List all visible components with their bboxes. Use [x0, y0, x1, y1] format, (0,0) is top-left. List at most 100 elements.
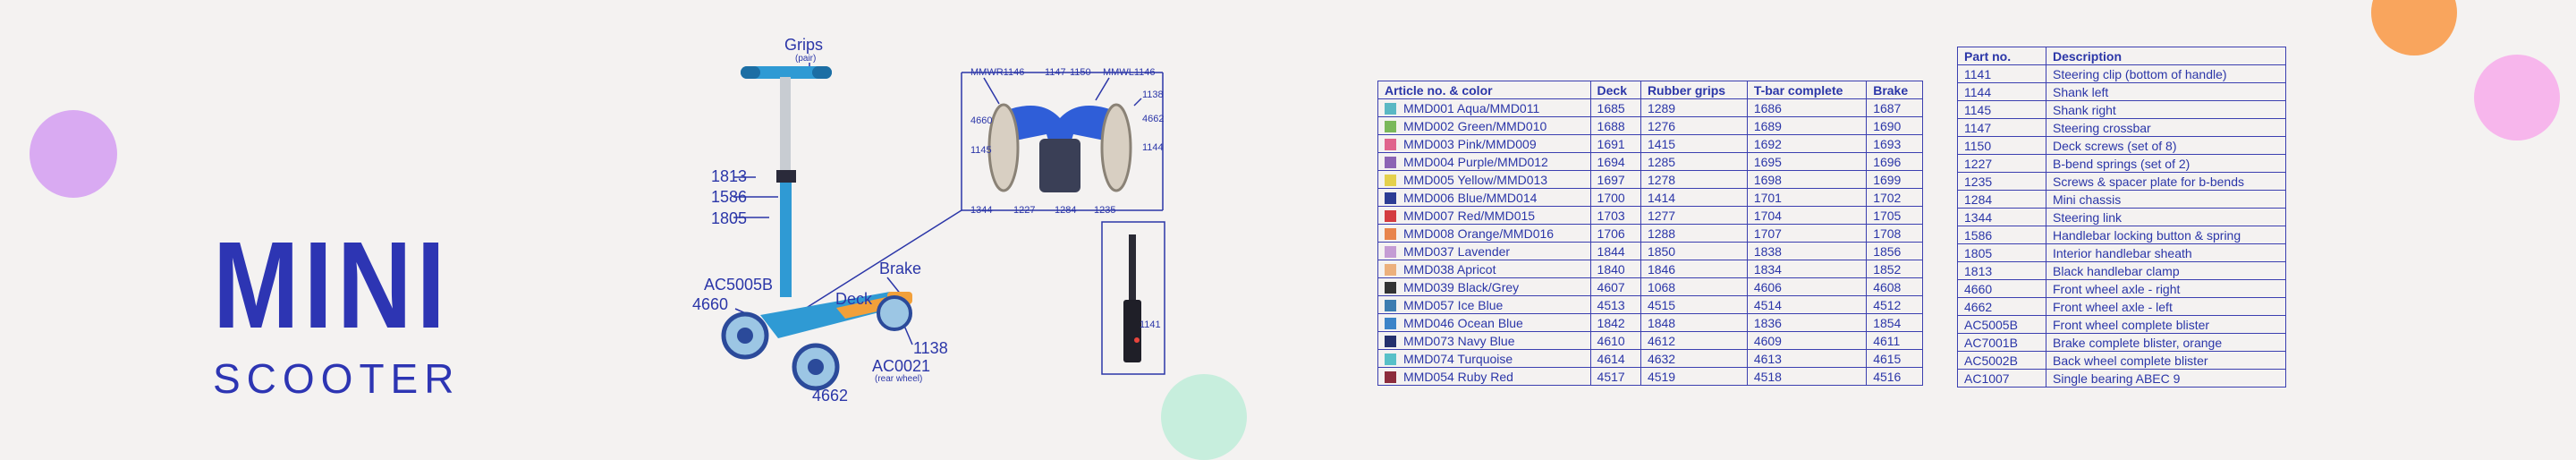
part-number-cell: 4518: [1746, 367, 1868, 386]
part-number-cell: 4614: [1589, 349, 1641, 368]
detail-label-1147: 1147: [1045, 67, 1066, 78]
part-number-cell: 1701: [1746, 188, 1868, 207]
part-number-cell: 1145: [1957, 100, 2046, 119]
part-number-cell: AC5002B: [1957, 351, 2046, 370]
part-number-cell: 1285: [1640, 152, 1748, 171]
part-number-cell: 1414: [1640, 188, 1748, 207]
article-label: MMD038 Apricot: [1403, 261, 1496, 277]
part-number-cell: 1842: [1589, 313, 1641, 332]
part-number-cell: 1147: [1957, 118, 2046, 137]
color-swatch: [1385, 174, 1396, 186]
description-cell: Back wheel complete blister: [2046, 351, 2286, 370]
color-swatch: [1385, 192, 1396, 204]
detail-label-1144: 1144: [1142, 142, 1164, 153]
article-cell: MMD003 Pink/MMD009: [1377, 134, 1591, 153]
part-number-cell: AC7001B: [1957, 333, 2046, 352]
part-number-cell: 1289: [1640, 98, 1748, 117]
part-number-cell: 4632: [1640, 349, 1748, 368]
description-cell: Steering clip (bottom of handle): [2046, 64, 2286, 83]
label-grips-note: (pair): [795, 54, 817, 64]
color-swatch: [1385, 102, 1396, 115]
part-number-cell: 1696: [1866, 152, 1923, 171]
part-number-cell: 1688: [1589, 116, 1641, 135]
label-4660: 4660: [692, 295, 729, 313]
label-1138: 1138: [913, 339, 948, 357]
part-number-cell: 1697: [1589, 170, 1641, 189]
article-label: MMD008 Orange/MMD016: [1403, 226, 1555, 241]
color-swatch: [1385, 353, 1396, 365]
part-number-cell: 1150: [1957, 136, 2046, 155]
description-cell: Front wheel complete blister: [2046, 315, 2286, 334]
color-swatch: [1385, 371, 1396, 383]
part-number-cell: AC1007: [1957, 369, 2046, 388]
article-label: MMD054 Ruby Red: [1403, 369, 1513, 384]
description-cell: Steering crossbar: [2046, 118, 2286, 137]
part-number-cell: 4660: [1957, 279, 2046, 298]
article-label: MMD003 Pink/MMD009: [1403, 136, 1537, 151]
description-cell: Front wheel axle - left: [2046, 297, 2286, 316]
brand-subtitle: SCOOTER: [213, 355, 461, 402]
pink-circle-decoration: [2474, 55, 2560, 141]
part-number-cell: 1844: [1589, 242, 1641, 260]
label-grips: Grips: [784, 36, 824, 54]
label-ac0021-note: (rear wheel): [875, 374, 923, 384]
part-number-cell: 1141: [1957, 64, 2046, 83]
part-number-cell: AC5005B: [1957, 315, 2046, 334]
article-cell: MMD038 Apricot: [1377, 260, 1591, 278]
part-number-cell: 4609: [1746, 331, 1868, 350]
color-swatch: [1385, 138, 1396, 150]
description-cell: B-bend springs (set of 2): [2046, 154, 2286, 173]
description-cell: Screws & spacer plate for b-bends: [2046, 172, 2286, 191]
part-number-cell: 1586: [1957, 226, 2046, 244]
description-cell: Deck screws (set of 8): [2046, 136, 2286, 155]
article-cell: MMD004 Purple/MMD012: [1377, 152, 1591, 171]
part-number-cell: 4612: [1640, 331, 1748, 350]
color-swatch: [1385, 299, 1396, 311]
part-number-cell: 4517: [1589, 367, 1641, 386]
part-number-cell: 1689: [1746, 116, 1868, 135]
part-number-cell: 1705: [1866, 206, 1923, 225]
article-label: MMD074 Turquoise: [1403, 351, 1513, 366]
part-number-cell: 1227: [1957, 154, 2046, 173]
detail-label-1145: 1145: [970, 145, 992, 156]
part-number-cell: 1693: [1866, 134, 1923, 153]
part-number-cell: 1707: [1746, 224, 1868, 243]
column-header: Article no. & color: [1377, 81, 1591, 99]
article-cell: MMD046 Ocean Blue: [1377, 313, 1591, 332]
part-number-cell: 4606: [1746, 277, 1868, 296]
part-number-cell: 1840: [1589, 260, 1641, 278]
article-cell: MMD039 Black/Grey: [1377, 277, 1591, 296]
part-number-cell: 1805: [1957, 243, 2046, 262]
description-cell: Single bearing ABEC 9: [2046, 369, 2286, 388]
description-cell: Steering link: [2046, 208, 2286, 226]
part-number-cell: 1690: [1866, 116, 1923, 135]
detail-label-1284: 1284: [1055, 205, 1077, 216]
part-number-cell: 1850: [1640, 242, 1748, 260]
part-number-cell: 1700: [1589, 188, 1641, 207]
color-swatch: [1385, 335, 1396, 347]
color-swatch: [1385, 209, 1396, 222]
detail-label-1235: 1235: [1094, 205, 1116, 216]
part-number-cell: 1344: [1957, 208, 2046, 226]
description-cell: Shank right: [2046, 100, 2286, 119]
description-cell: Interior handlebar sheath: [2046, 243, 2286, 262]
part-number-cell: 1068: [1640, 277, 1748, 296]
detail-label-1150: 1150: [1070, 67, 1091, 78]
article-color-table: Article no. & color Deck Rubber grips T-…: [1377, 81, 1923, 386]
